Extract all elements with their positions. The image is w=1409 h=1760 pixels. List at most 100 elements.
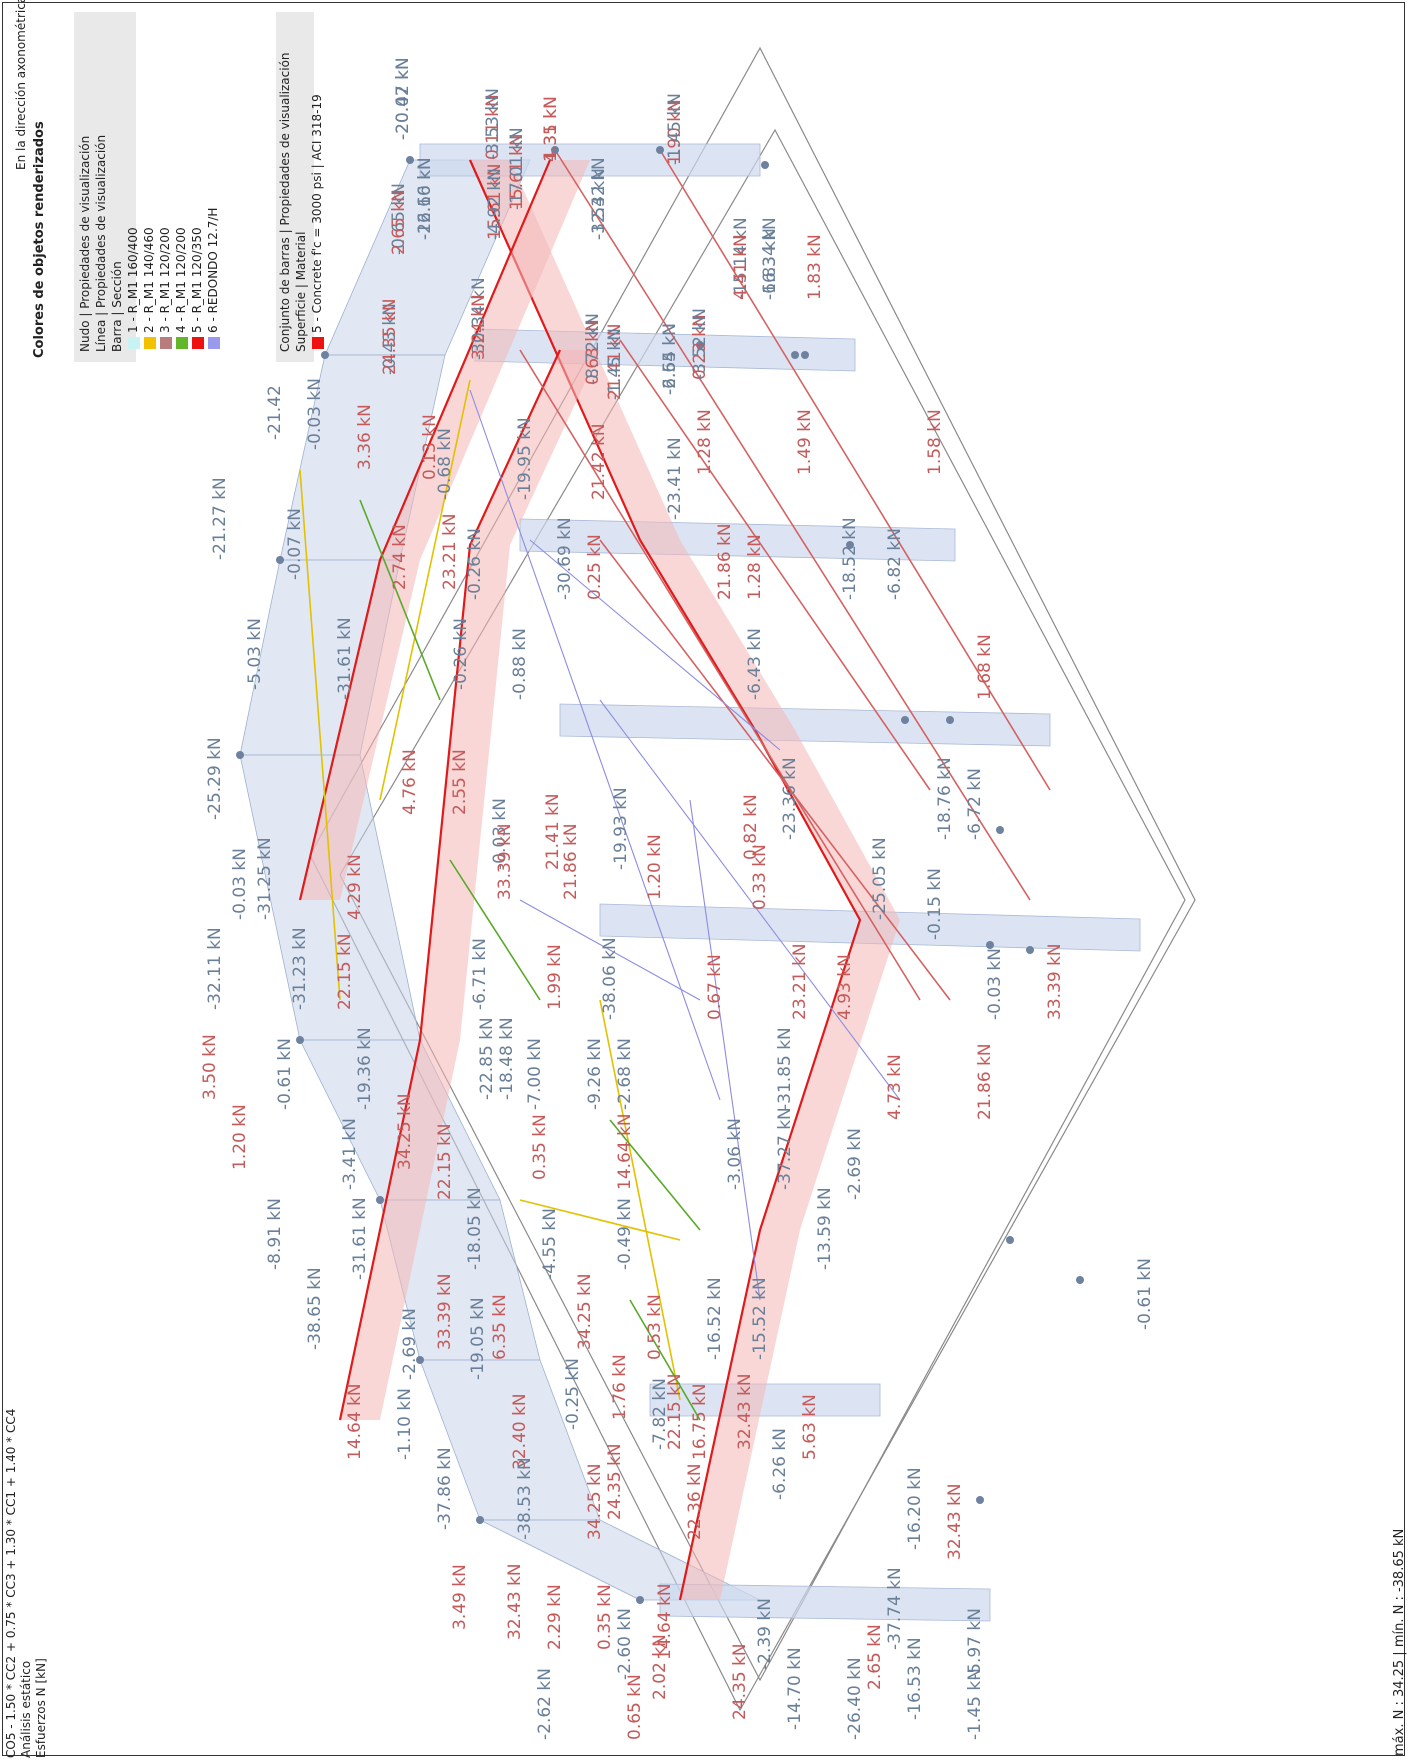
node-point (986, 941, 994, 949)
force-label: 14.64 kN (615, 1113, 635, 1190)
node-point (1076, 1276, 1084, 1284)
legend-section-item: 6 - REDONDO 12.7/H (206, 208, 220, 352)
force-label: -19.93 kN (611, 787, 631, 870)
force-label: 1.28 kN (695, 409, 715, 475)
force-label: 1.58 kN (925, 409, 945, 475)
view-direction-note: En la dirección axonométrica (14, 0, 28, 170)
force-label: -13.59 kN (815, 1187, 835, 1270)
force-label: -0.26 kN (465, 528, 485, 600)
member-line (449, 859, 541, 1001)
force-label: -22.85 kN (477, 1017, 497, 1100)
force-label: -25.05 kN (870, 837, 890, 920)
node-point (1026, 946, 1034, 954)
force-label: 0.35 kN (530, 1114, 550, 1180)
force-label: 2.65 kN (865, 1624, 885, 1690)
force-label: -2.69 kN (400, 1308, 420, 1380)
legend-group-line: Superficie | Material (294, 232, 308, 352)
force-label: 21.42 kN (589, 423, 609, 500)
force-label: -3.06 kN (725, 1118, 745, 1190)
legend-label: 3 - R_M1 120/200 (158, 227, 172, 333)
force-label: -0.43 kN (380, 303, 400, 375)
force-label: 1.68 kN (975, 634, 995, 700)
force-label: 0.35 kN (595, 1584, 615, 1650)
force-label: -19.95 kN (515, 417, 535, 500)
force-label: 21.86 kN (561, 823, 581, 900)
force-label: 1.83 kN (805, 234, 825, 300)
force-label: 3.24 kN (469, 294, 489, 360)
force-label: 0.65 kN (625, 1674, 645, 1740)
force-label: -0.65 kN (389, 183, 409, 255)
node-point (551, 146, 559, 154)
legend-panel-materials (276, 12, 314, 362)
force-label: 0.23 kN (690, 314, 710, 380)
legend-group-line: Línea | Propiedades de visualización (94, 135, 108, 352)
member-line (529, 539, 781, 751)
member-line (469, 389, 721, 1101)
force-label: 4.41 kN (731, 234, 751, 300)
force-label: -0.03 kN (305, 378, 325, 450)
force-label: 4.29 kN (345, 854, 365, 920)
force-label: 24.35 kN (380, 298, 400, 375)
force-label: 33.39 kN (435, 1273, 455, 1350)
force-label: -23.41 kN (665, 437, 685, 520)
node-point (996, 826, 1004, 834)
legend-group-line: Nudo | Propiedades de visualización (78, 136, 92, 352)
node-point (376, 1196, 384, 1204)
legend-section-item: 1 - R_M1 160/400 (126, 227, 140, 352)
force-label: -18.48 kN (497, 1017, 517, 1100)
foundation-outline (309, 46, 1196, 1712)
force-label: 34.25 kN (575, 1273, 595, 1350)
force-label: -6.82 kN (885, 528, 905, 600)
legend-material-item: 5 - Concrete f'c = 3000 psi | ACI 318-19 (310, 94, 324, 352)
force-label: -5.03 kN (245, 618, 265, 690)
force-label: 33.39 kN (495, 823, 515, 900)
force-label: 14.64 kN (345, 1383, 365, 1460)
node-point (321, 351, 329, 359)
force-label: -16.34 kN (760, 217, 780, 300)
force-label: -20.47 kN (393, 57, 413, 140)
force-label: 1.90 kN (665, 99, 685, 165)
node-point (476, 1516, 484, 1524)
force-label: -23.36 kN (780, 757, 800, 840)
force-label: -2.60 kN (615, 1608, 635, 1680)
force-label: 16.75 kN (690, 1383, 710, 1460)
force-label: -19.05 kN (468, 1297, 488, 1380)
force-label: -4.55 kN (540, 1208, 560, 1280)
force-label: 6.35 kN (490, 1294, 510, 1360)
force-label: -2.69 kN (845, 1128, 865, 1200)
legend-group-line: Barra | Sección (110, 261, 124, 352)
force-label: -1.45 kN (665, 93, 685, 165)
force-label: -17.01 kN (507, 127, 527, 210)
force-label: 1.76 kN (610, 1354, 630, 1420)
member-line (599, 699, 901, 1101)
force-label: -1.10 kN (395, 1388, 415, 1460)
force-label: -5.97 kN (965, 1608, 985, 1680)
force-label: -4.92 kN (485, 168, 505, 240)
force-label: 33.39 kN (1045, 943, 1065, 1020)
force-label: -0.49 kN (615, 1198, 635, 1270)
axial-force-band (420, 545, 510, 1040)
force-label: -6.54 kN (660, 323, 680, 395)
load-combination-header: CO5 - 1.50 * CC2 + 0.75 * CC3 + 1.30 * C… (4, 1409, 49, 1758)
node-point (901, 716, 909, 724)
force-label: 22.36 kN (685, 1463, 705, 1540)
legend-section-item: 3 - R_M1 120/200 (158, 227, 172, 352)
member-chord (338, 349, 561, 1421)
force-label: 0.13 kN (420, 414, 440, 480)
force-label: 0.67 kN (705, 954, 725, 1020)
force-label: -19.36 kN (355, 1027, 375, 1110)
force-label: -31.23 kN (290, 927, 310, 1010)
member-line (689, 799, 761, 1301)
force-label: -16.20 kN (905, 1467, 925, 1550)
force-label: -31.61 kN (350, 1197, 370, 1280)
node-point (236, 751, 244, 759)
force-label: -12.42 kN (589, 157, 609, 240)
force-label: -0.61 kN (1135, 1258, 1155, 1330)
force-label: 0.82 kN (741, 794, 761, 860)
force-label: -14.70 kN (785, 1647, 805, 1730)
force-label: 32.40 kN (510, 1393, 530, 1470)
force-label: 1.99 kN (545, 944, 565, 1010)
force-label: 32.43 kN (505, 1563, 525, 1640)
